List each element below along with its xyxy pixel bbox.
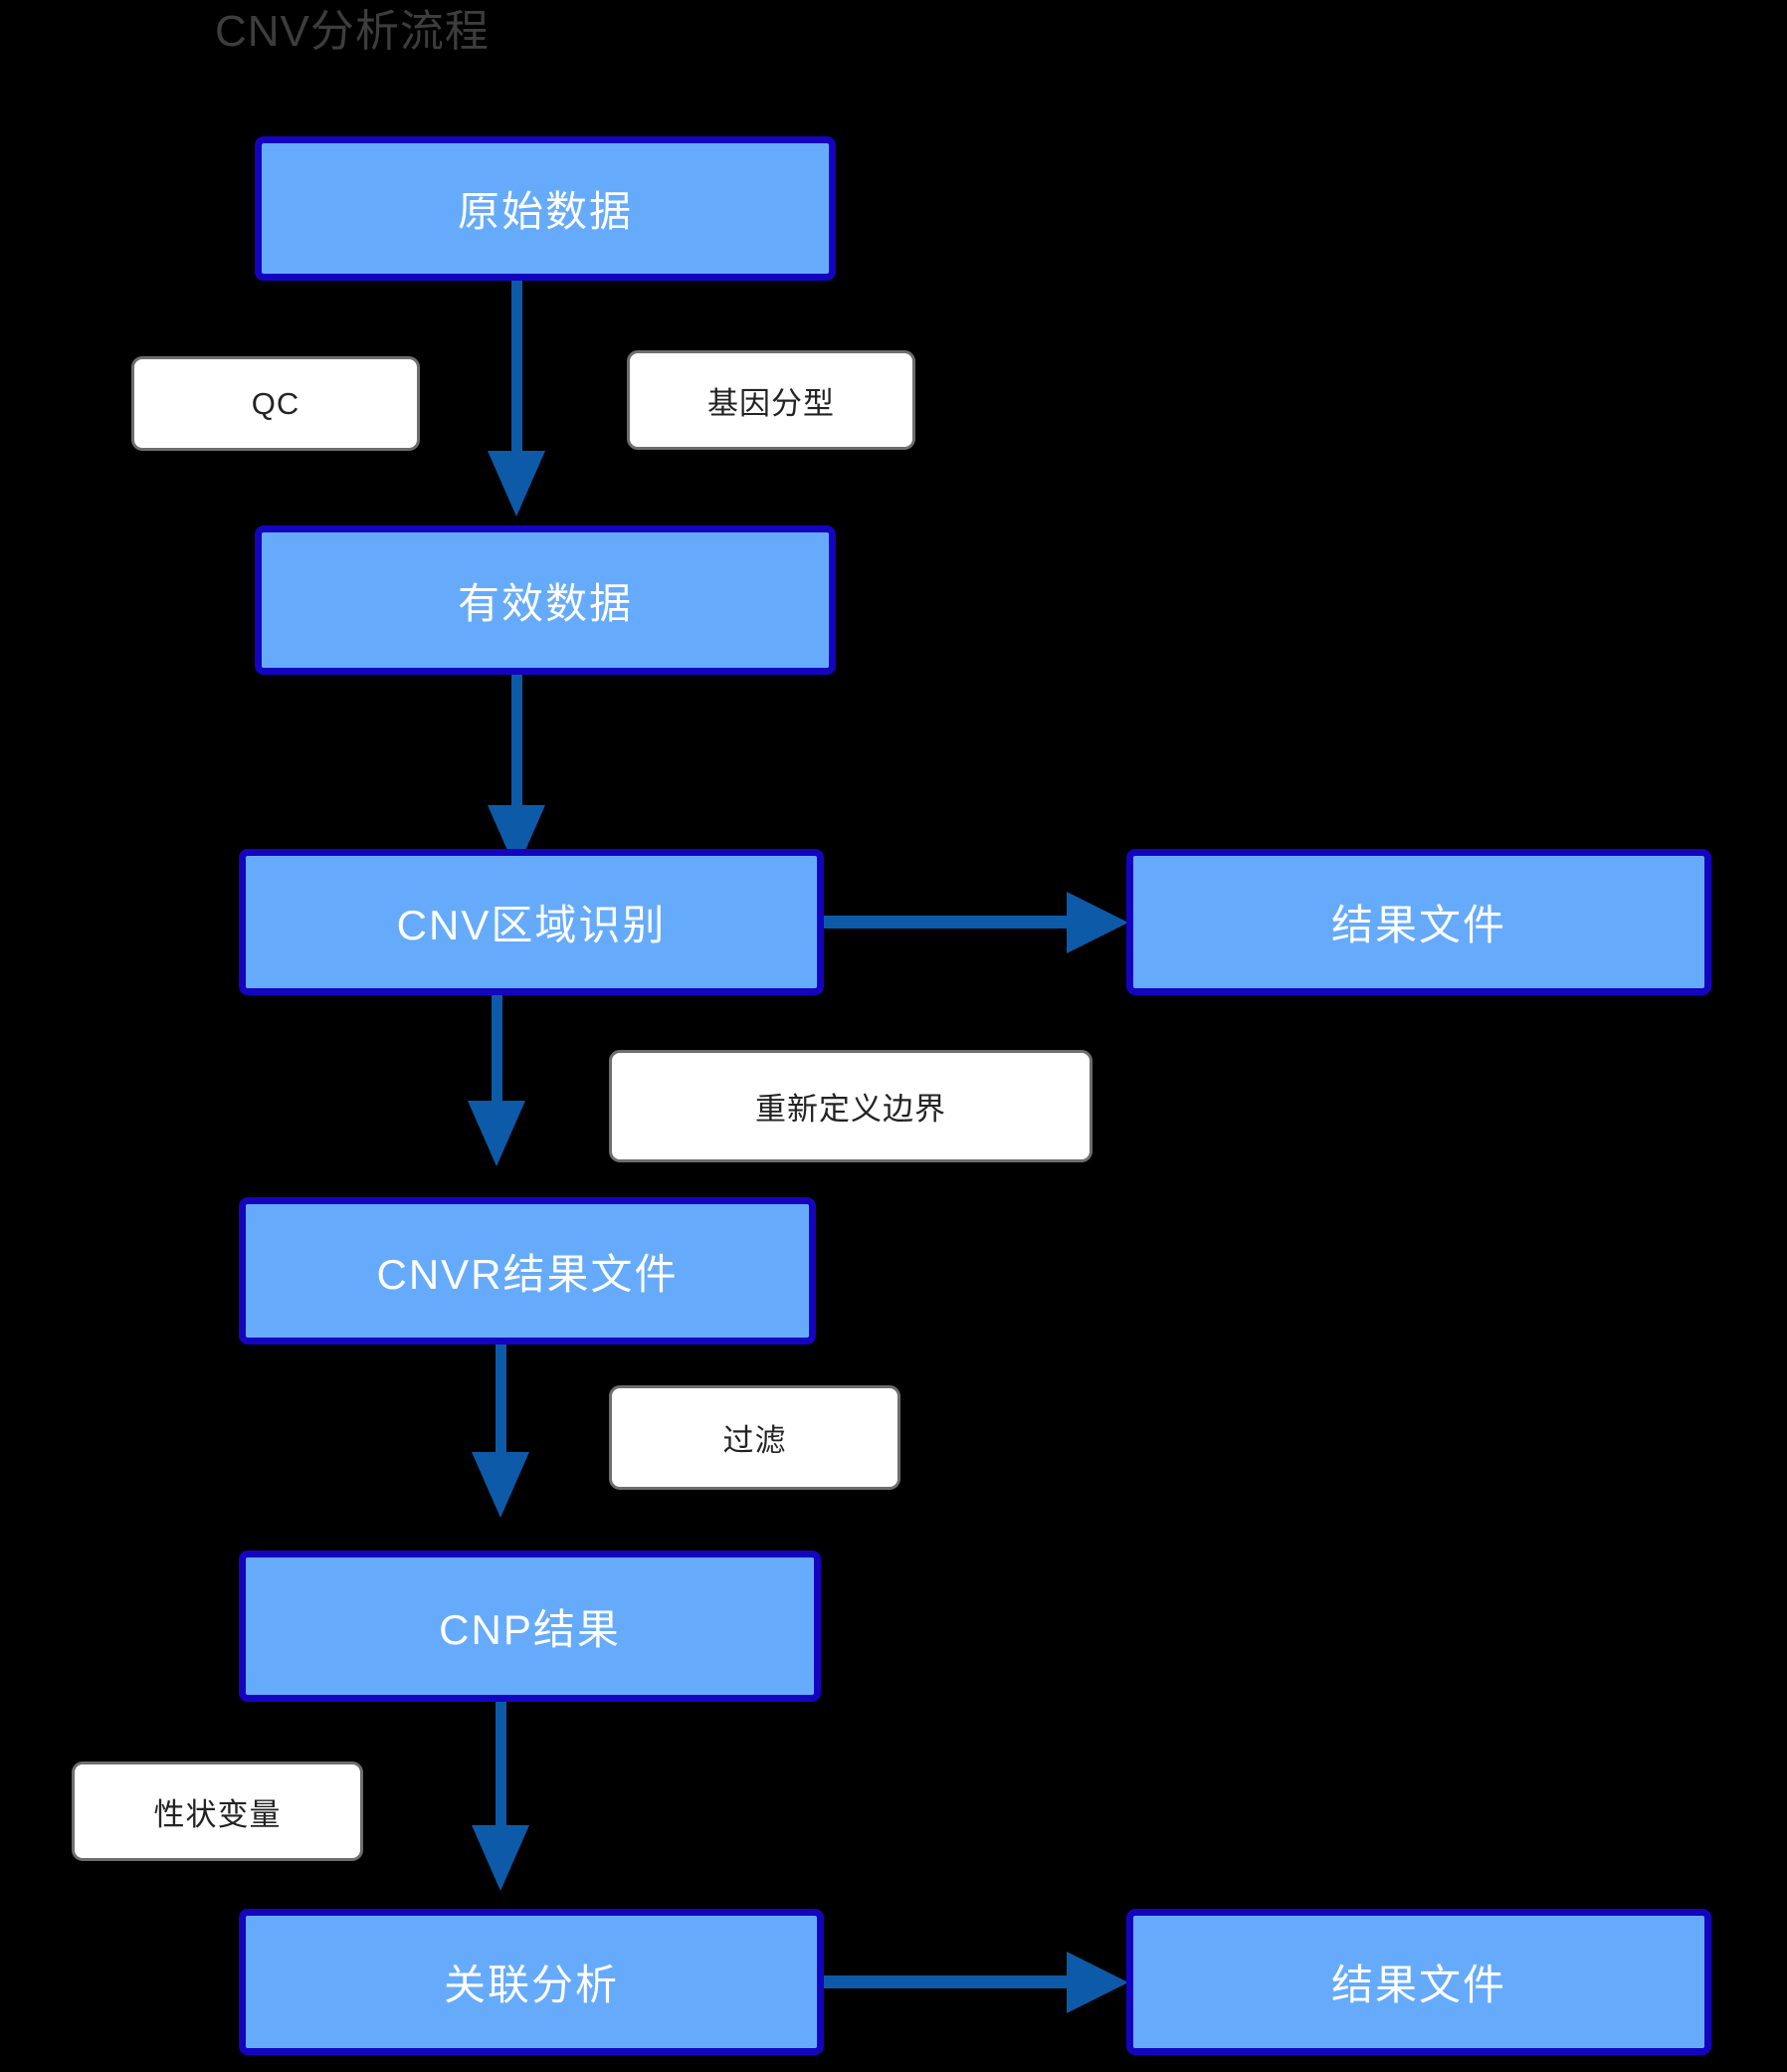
node-result-file-1[interactable]: 结果文件 bbox=[1126, 849, 1711, 995]
node-result-file-2[interactable]: 结果文件 bbox=[1126, 1909, 1711, 2055]
node-label: CNP结果 bbox=[439, 1605, 621, 1653]
arrow-assoc-to-result2-shaft bbox=[824, 1975, 1073, 1988]
node-label: 有效数据 bbox=[457, 579, 633, 627]
arrow-cnv-to-result1-shaft bbox=[824, 916, 1073, 929]
node-label: 结果文件 bbox=[1330, 902, 1506, 948]
node-label: 原始数据 bbox=[457, 188, 633, 235]
node-raw-data[interactable]: 原始数据 bbox=[255, 136, 836, 281]
edge-label-trait-variable: 性状变量 bbox=[72, 1761, 363, 1861]
node-cnp-result[interactable]: CNP结果 bbox=[239, 1551, 821, 1702]
page-title: CNV分析流程 bbox=[215, 7, 490, 56]
edge-label-text: 性状变量 bbox=[153, 1796, 282, 1832]
arrow-cnv-to-cnvr-head bbox=[468, 1101, 525, 1166]
arrow-cnvr-to-cnp-head bbox=[472, 1452, 529, 1518]
arrow-cnp-to-assoc-head bbox=[472, 1825, 529, 1891]
edge-label-text: QC bbox=[251, 385, 300, 421]
arrow-cnp-to-assoc-shaft bbox=[496, 1702, 506, 1829]
arrow-valid-to-cnv-shaft bbox=[511, 675, 522, 809]
arrow-cnvr-to-cnp-shaft bbox=[496, 1345, 506, 1456]
arrow-raw-to-valid-shaft bbox=[511, 281, 522, 455]
node-cnv-region[interactable]: CNV区域识别 bbox=[239, 849, 824, 995]
arrow-assoc-to-result2-head bbox=[1067, 1952, 1128, 2013]
arrow-cnv-to-result1-head bbox=[1067, 892, 1128, 953]
node-valid-data[interactable]: 有效数据 bbox=[255, 525, 836, 675]
node-cnvr-result[interactable]: CNVR结果文件 bbox=[239, 1197, 816, 1345]
node-label: CNVR结果文件 bbox=[376, 1250, 679, 1298]
arrow-raw-to-valid-head bbox=[488, 451, 545, 517]
edge-label-text: 重新定义边界 bbox=[755, 1092, 946, 1127]
arrow-cnv-to-cnvr-shaft bbox=[492, 995, 502, 1105]
edge-label-text: 过滤 bbox=[722, 1423, 787, 1458]
node-label: 结果文件 bbox=[1330, 1962, 1506, 2008]
node-label: 关联分析 bbox=[443, 1962, 619, 2008]
node-label: CNV区域识别 bbox=[396, 902, 667, 948]
node-assoc-analysis[interactable]: 关联分析 bbox=[239, 1909, 824, 2055]
edge-label-redefine: 重新定义边界 bbox=[609, 1050, 1092, 1162]
edge-label-filter: 过滤 bbox=[609, 1385, 900, 1490]
edge-label-qc: QC bbox=[131, 356, 420, 451]
edge-label-text: 基因分型 bbox=[707, 385, 835, 421]
edge-label-genotyping: 基因分型 bbox=[627, 350, 915, 450]
